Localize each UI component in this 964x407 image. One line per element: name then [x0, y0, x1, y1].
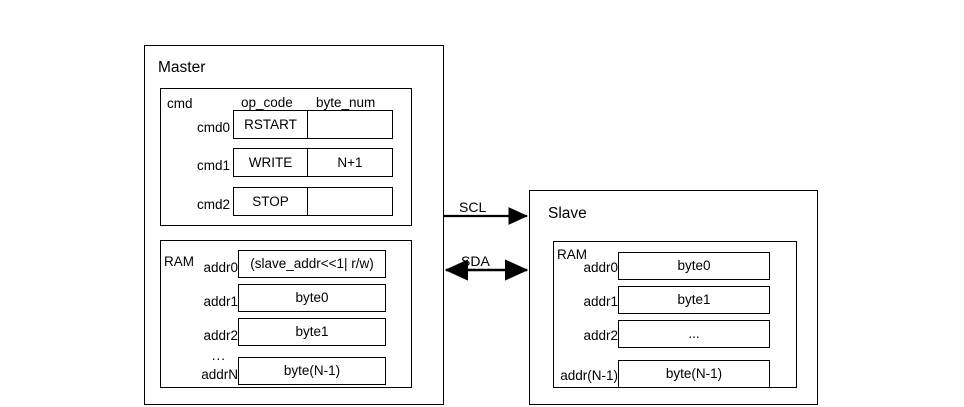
- scl-label: SCL: [459, 199, 487, 215]
- cmd-byte-num-cell: [307, 187, 393, 216]
- master-title: Master: [158, 59, 206, 76]
- slave-ram-value-cell: ...: [618, 320, 770, 348]
- slave-ram-value-cell: byte0: [618, 252, 770, 280]
- master-ram-value-cell: (slave_addr<<1| r/w): [238, 250, 386, 278]
- cmd-op-code-cell: WRITE: [233, 148, 308, 177]
- cmd-byte-num-cell: N+1: [307, 148, 393, 177]
- master-ram-label: RAM: [164, 254, 194, 269]
- sda-label: SDA: [461, 253, 490, 269]
- cmd-row-label: cmd1: [196, 158, 230, 173]
- slave-ram-addr-label: addr2: [583, 328, 618, 343]
- master-ram-addr-label: addr1: [203, 294, 238, 309]
- master-ram-value-cell: byte0: [238, 284, 386, 312]
- cmd-row-label: cmd2: [196, 197, 230, 212]
- master-ram-value-cell: byte(N-1): [238, 357, 386, 385]
- slave-ram-addr-label: addr1: [583, 294, 618, 309]
- cmd-byte-num-cell: [307, 110, 393, 139]
- cmd-column-header-byte-num: byte_num: [316, 95, 376, 110]
- slave-ram-addr-label: addr0: [583, 260, 618, 275]
- cmd-block-label: cmd: [167, 96, 193, 111]
- master-ram-addr-label: addrN: [201, 367, 238, 382]
- master-ram-addr-label: addr0: [203, 260, 238, 275]
- cmd-op-code-cell: STOP: [233, 187, 308, 216]
- slave-title: Slave: [548, 205, 587, 222]
- slave-ram-value-cell: byte(N-1): [618, 360, 770, 388]
- master-ram-value-cell: byte1: [238, 318, 386, 346]
- cmd-row-label: cmd0: [196, 120, 230, 135]
- cmd-column-header-op-code: op_code: [241, 95, 293, 110]
- master-ram-ellipsis: ...: [211, 348, 226, 363]
- slave-ram-addr-label: addr(N-1): [560, 368, 618, 383]
- slave-ram-label: RAM: [557, 247, 587, 262]
- master-ram-addr-label: addr2: [203, 328, 238, 343]
- slave-ram-value-cell: byte1: [618, 286, 770, 314]
- cmd-op-code-cell: RSTART: [233, 110, 308, 139]
